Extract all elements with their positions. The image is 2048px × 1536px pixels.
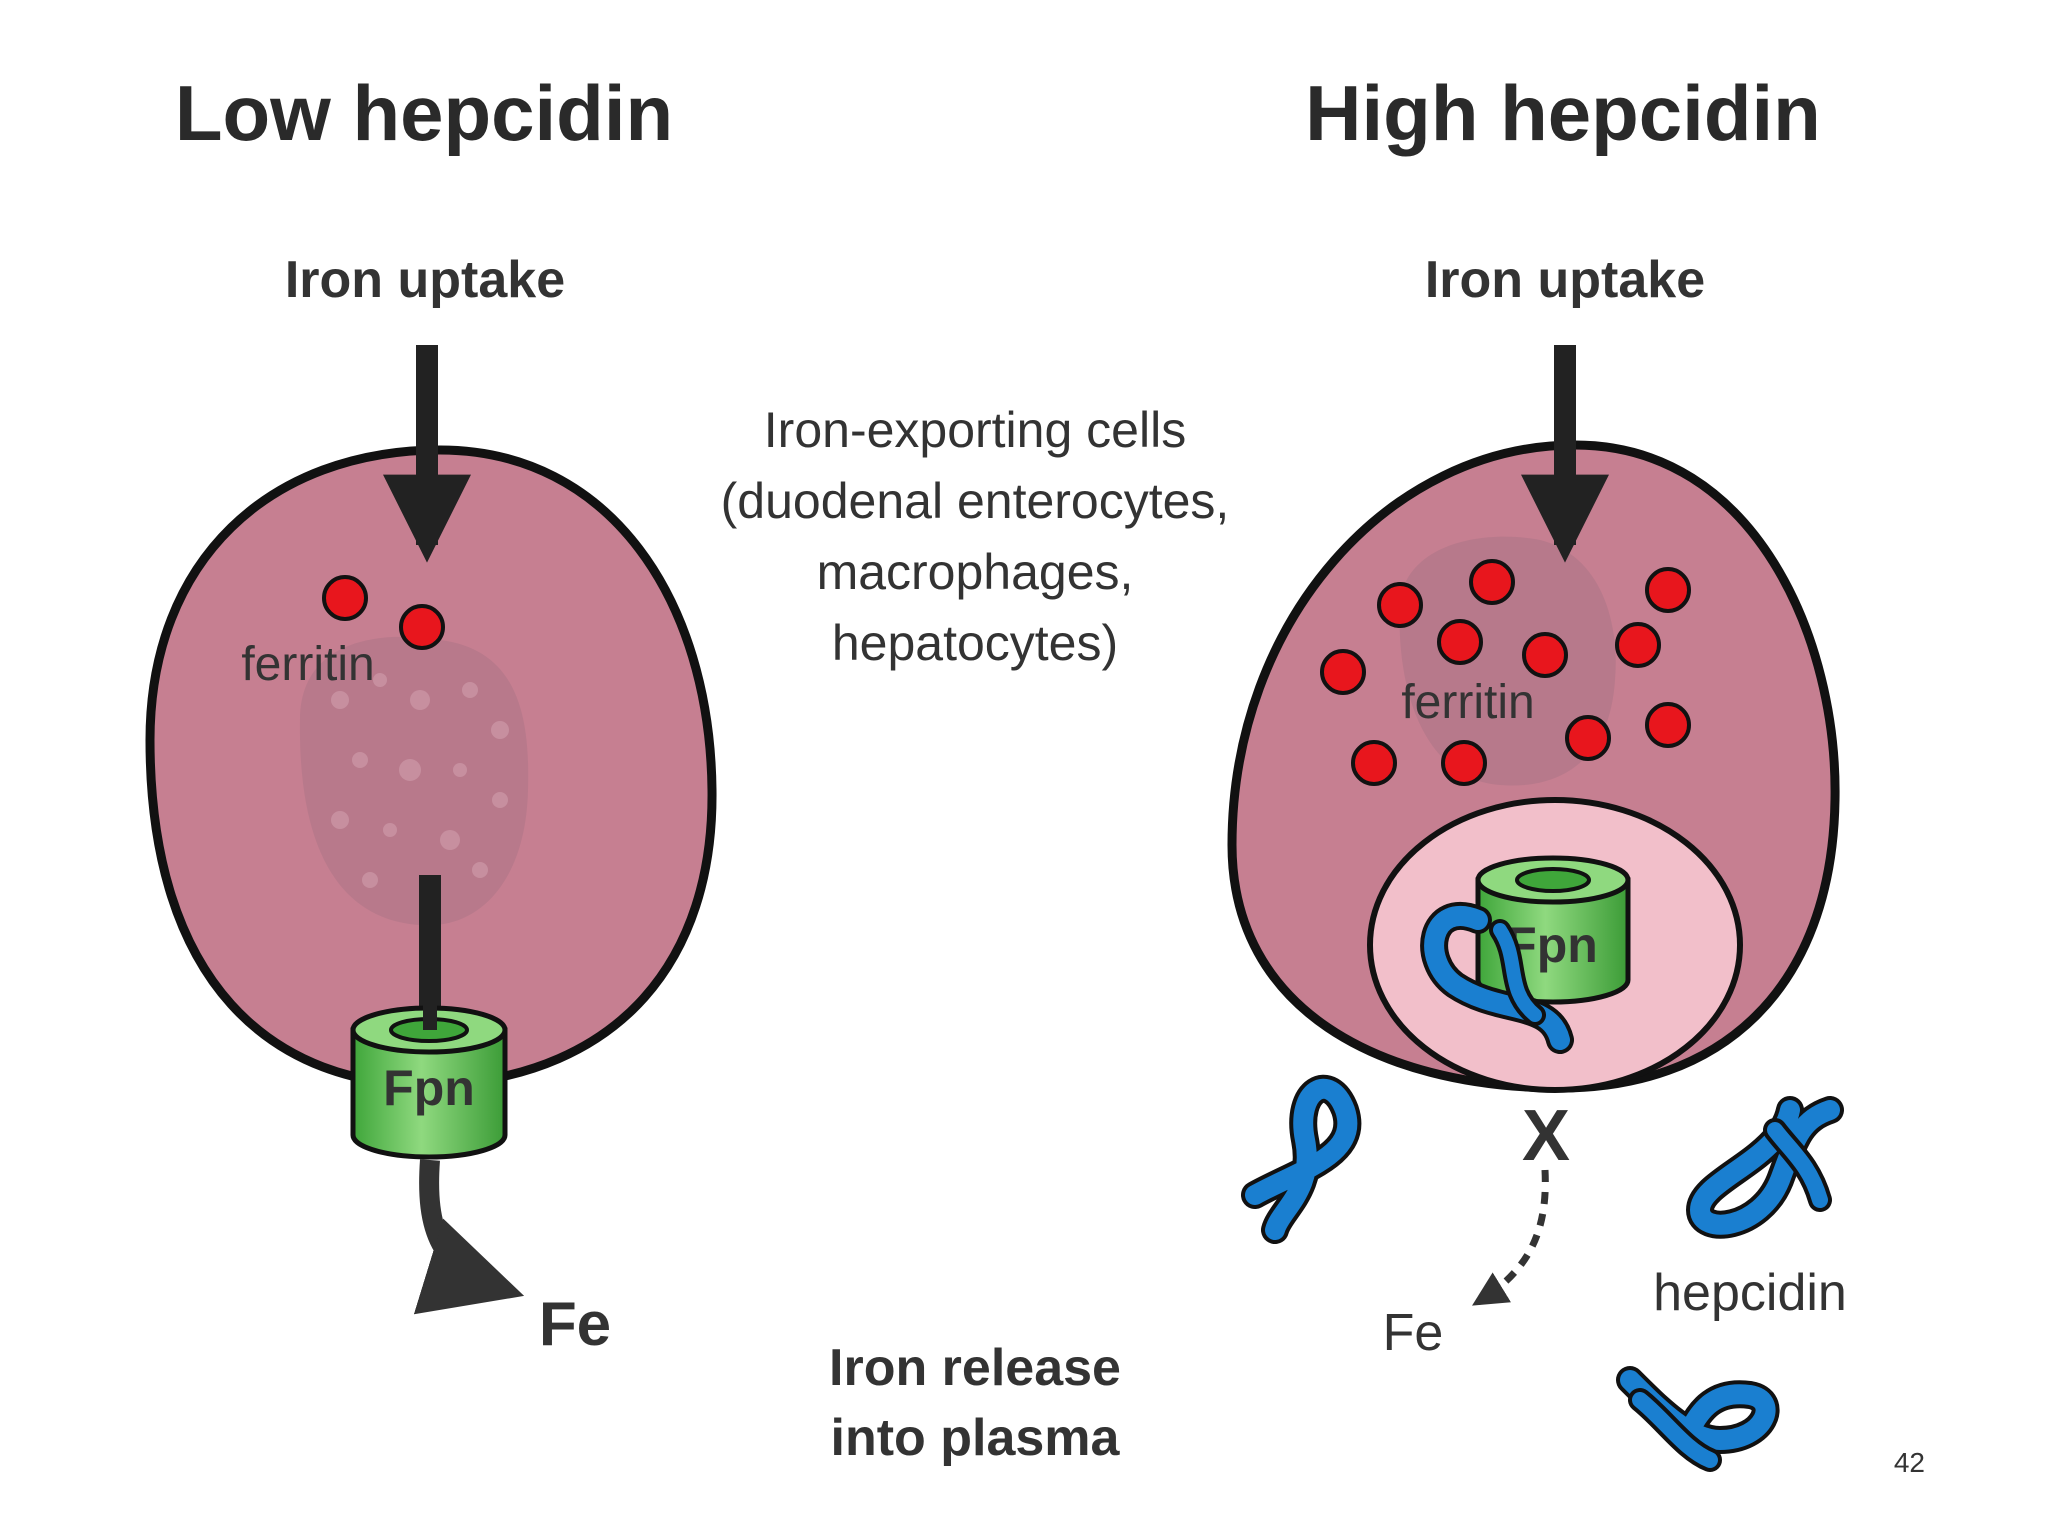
- right-ferritin-dots: [1320, 559, 1691, 786]
- right-ferritin-dot: [1441, 740, 1487, 786]
- left-nucleus: [299, 636, 529, 926]
- right-iron-uptake-label: Iron uptake: [1425, 251, 1705, 309]
- cell-types-line-2: (duodenal enterocytes,: [721, 473, 1230, 529]
- left-export-arrow: [413, 1159, 525, 1315]
- hepcidin-molecule: [1241, 1074, 1362, 1244]
- bound-hepcidin-molecule: [1420, 902, 1574, 1054]
- left-ferritin-dot: [399, 604, 445, 650]
- right-ferritin-dot: [1645, 702, 1691, 748]
- right-ferritin-dot: [1522, 632, 1568, 678]
- right-ferritin-dot: [1351, 740, 1397, 786]
- hepcidin-molecule: [1616, 1366, 1780, 1472]
- right-fe-label: Fe: [1383, 1304, 1444, 1362]
- right-ferritin-label: ferritin: [1401, 676, 1534, 729]
- left-fpn-label: Fpn: [383, 1060, 475, 1116]
- right-ferritin-dot: [1377, 582, 1423, 628]
- left-ferritin-label: ferritin: [241, 638, 374, 691]
- hepcidin-label: hepcidin: [1653, 1264, 1847, 1322]
- cell-types-line-3: macrophages,: [817, 544, 1134, 600]
- left-fpn-transporter: [350, 1000, 508, 1160]
- cell-types-line-4: hepatocytes): [832, 615, 1118, 671]
- left-iron-uptake-label: Iron uptake: [285, 251, 565, 309]
- right-ferritin-dot: [1615, 622, 1661, 668]
- right-nucleus: [1399, 536, 1616, 786]
- center-iron-release: Iron release into plasma: [829, 1339, 1121, 1467]
- cell-types-line-1: Iron-exporting cells: [764, 402, 1186, 458]
- slide-number: 42: [1894, 1447, 1925, 1478]
- right-ferritin-dot: [1437, 619, 1483, 665]
- right-ferritin-dot: [1565, 715, 1611, 761]
- left-nucleus-speckles: [331, 673, 509, 897]
- left-ferritin-dot: [322, 575, 368, 621]
- hepcidin-molecule: [1685, 1096, 1844, 1239]
- left-panel-title: Low hepcidin: [175, 69, 673, 157]
- left-cell: ferritin: [145, 445, 717, 1090]
- blocked-export-mark: X: [1522, 1096, 1570, 1176]
- right-panel-title: High hepcidin: [1305, 69, 1821, 157]
- right-ferritin-dot: [1320, 649, 1366, 695]
- left-fe-label: Fe: [539, 1290, 611, 1359]
- right-ferritin-dot: [1469, 559, 1515, 605]
- center-cell-types: Iron-exporting cells (duodenal enterocyt…: [721, 402, 1230, 671]
- iron-release-line-1: Iron release: [829, 1339, 1121, 1397]
- iron-release-line-2: into plasma: [831, 1409, 1121, 1467]
- right-ferritin-dot: [1645, 567, 1691, 613]
- blocked-export-arrow: [1472, 1169, 1549, 1306]
